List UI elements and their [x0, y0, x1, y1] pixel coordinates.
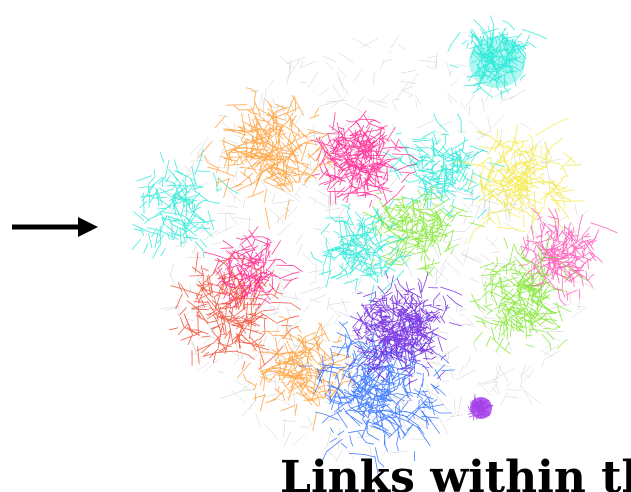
cluster-purple-core	[348, 270, 463, 386]
cluster-magenta-top	[310, 110, 419, 208]
cluster-green-center	[362, 186, 486, 276]
cluster-orange-upper	[197, 87, 335, 230]
cluster-magenta-left	[204, 226, 303, 311]
cluster-green-right	[469, 235, 588, 355]
cluster-orange-lower	[237, 316, 356, 431]
cluster-cyan-top	[447, 15, 548, 99]
cluster-cyan-left	[131, 148, 239, 259]
cluster-cyan-center	[310, 203, 411, 304]
caption-text: Links within the	[280, 452, 631, 492]
cluster-pink-right	[518, 207, 618, 306]
cluster-yellow-right	[453, 118, 586, 244]
arrow-head	[78, 217, 98, 237]
cluster-red-left	[169, 249, 301, 370]
pointer-arrow	[12, 217, 98, 237]
cluster-blue-bottom	[298, 315, 456, 476]
dense-cluster-node	[470, 397, 492, 419]
cyan-dense-cluster	[469, 36, 525, 88]
graph-clusters	[131, 15, 618, 476]
